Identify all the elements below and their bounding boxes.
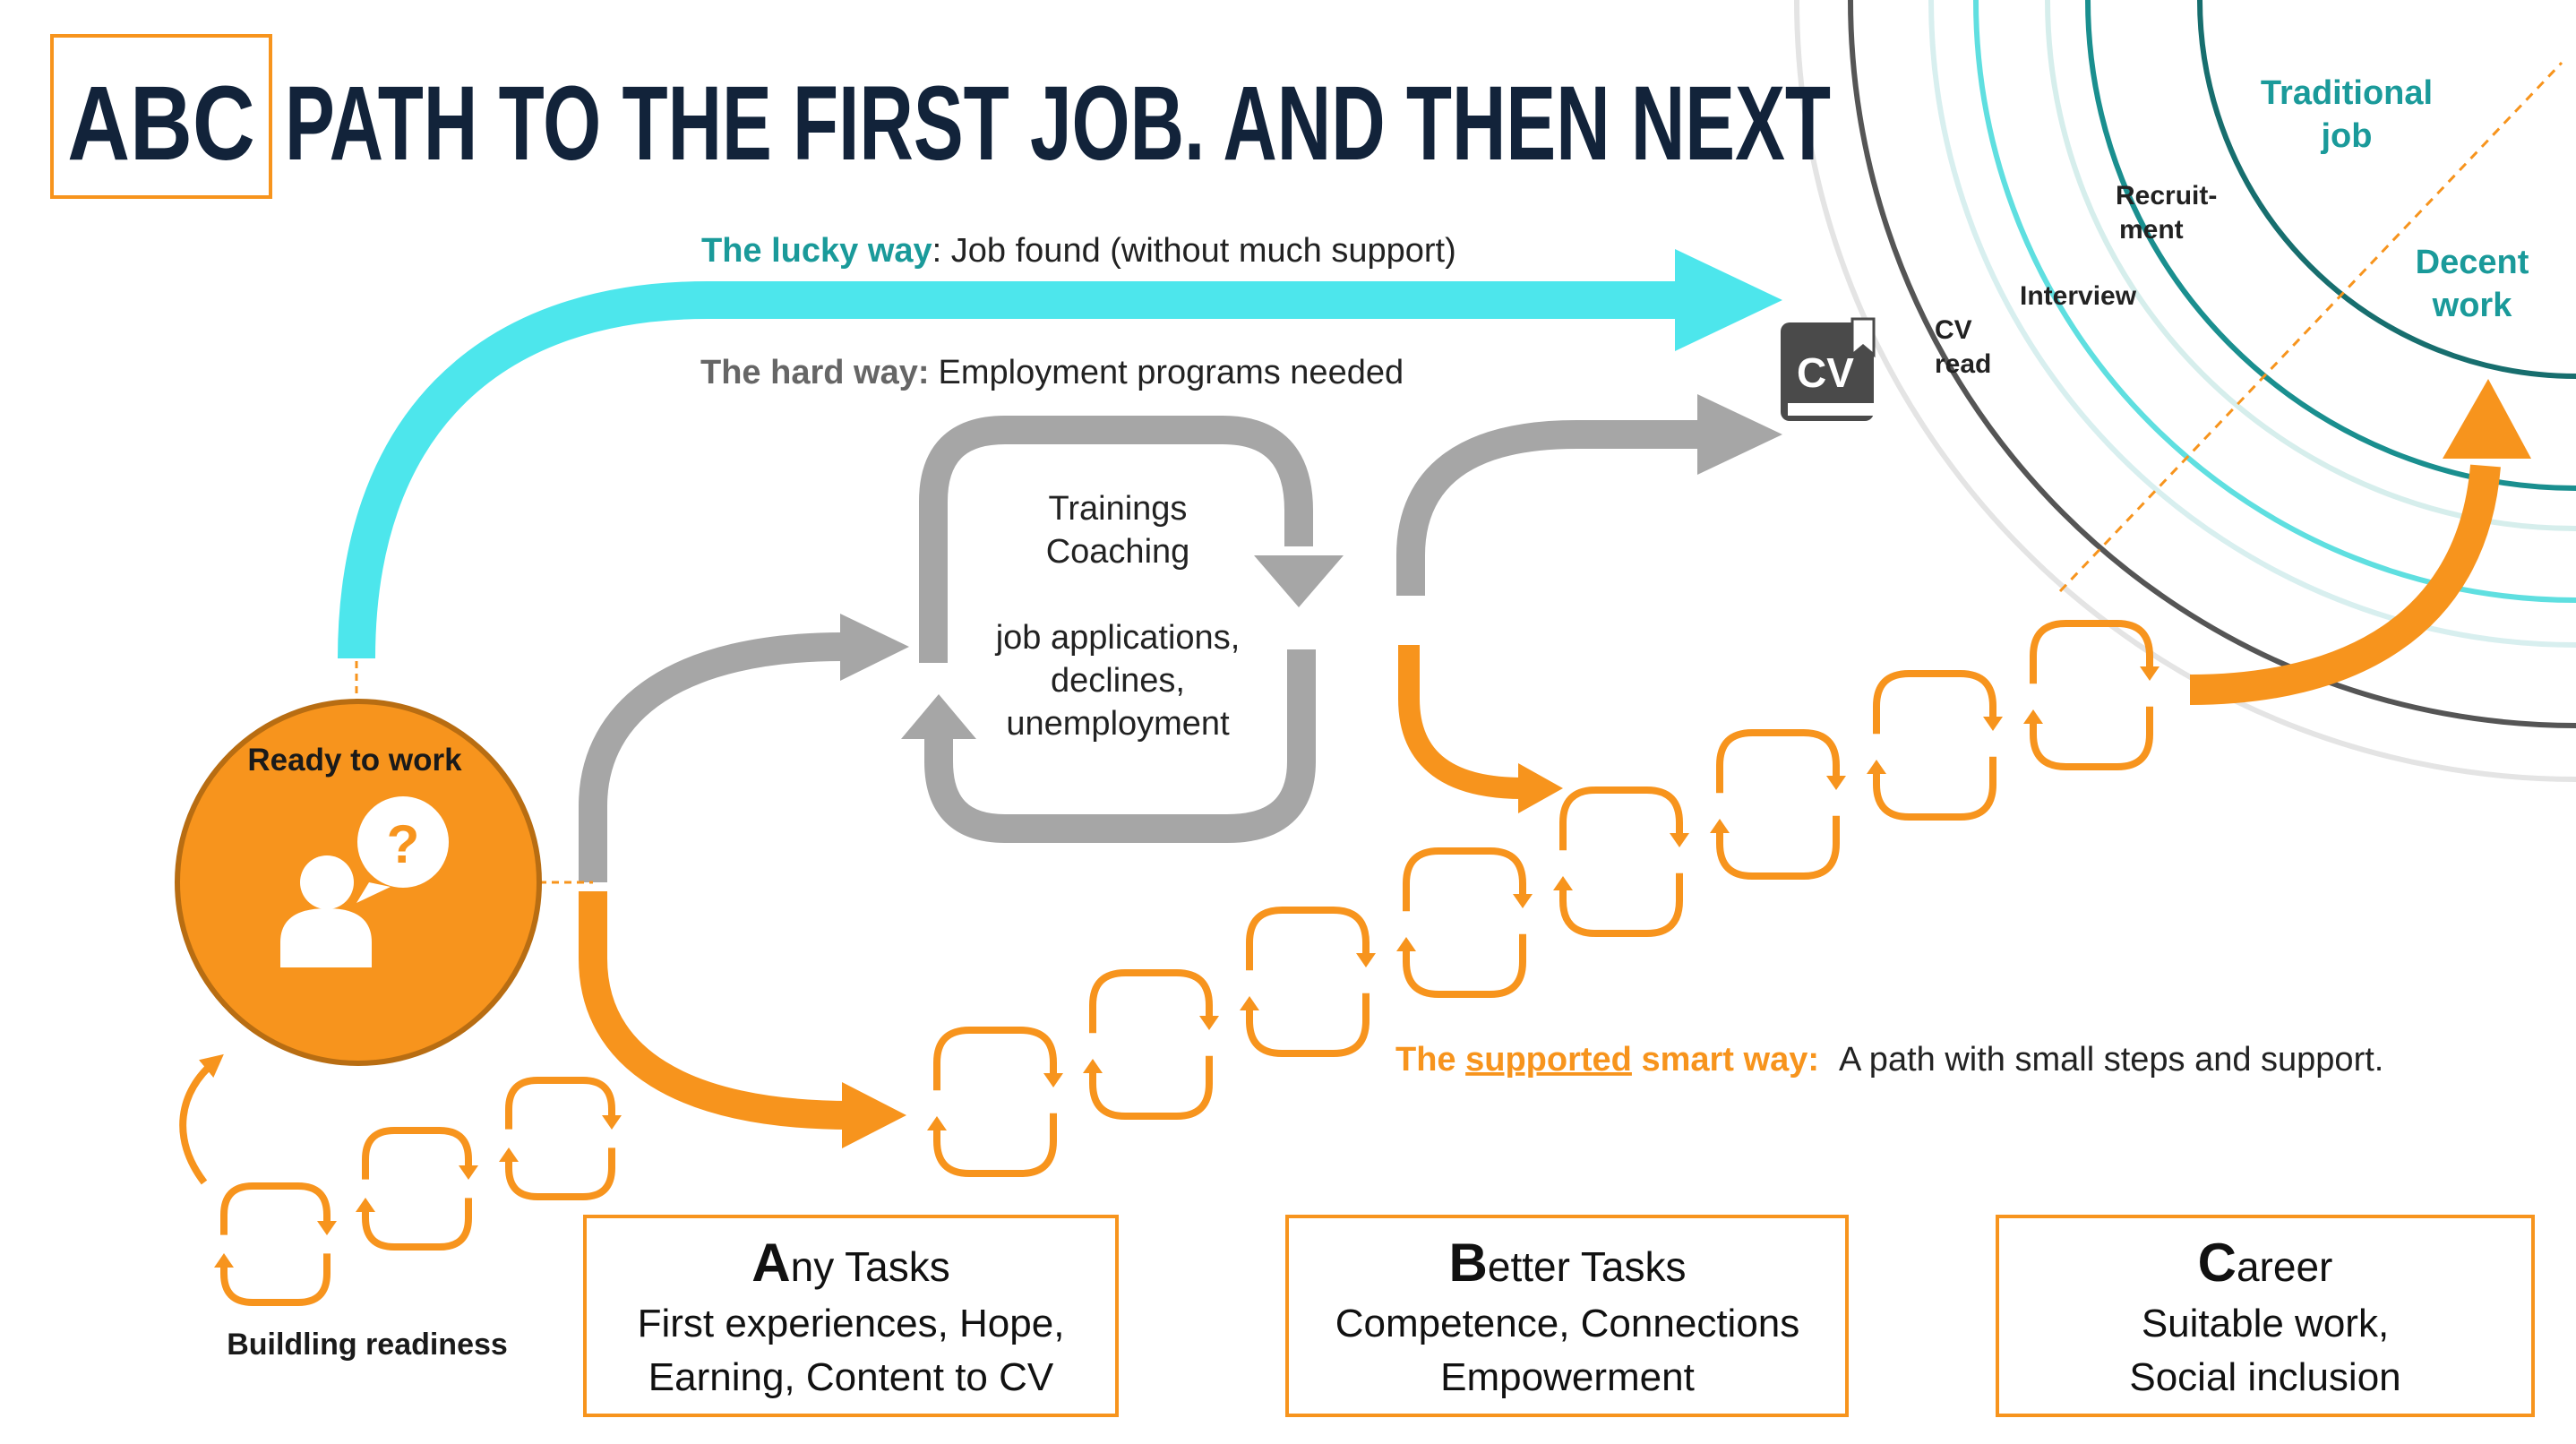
ready-circle (175, 699, 542, 1066)
hard-way-label: The hard way: (700, 354, 930, 391)
smart-way-label-pre: The (1395, 1041, 1465, 1079)
box-any-line-1: First experiences, Hope, (638, 1302, 1065, 1345)
box-any-rest: ny Tasks (791, 1243, 950, 1290)
hard-way-entry-arrow (579, 632, 843, 882)
smart-way-label-post: smart way: (1632, 1041, 1819, 1079)
hard-way-caption: The hard way:Employment programs needed (700, 354, 1404, 391)
lucky-way-arrow-body (338, 281, 1688, 659)
hard-way-paths (579, 394, 1782, 882)
readiness-label: Buildling readiness (227, 1328, 508, 1362)
lucky-way-caption: The lucky way: Job found (without much s… (701, 232, 1456, 270)
person-question-icon: ? (280, 796, 449, 967)
smart-way-hard-merge-arrow (1398, 645, 1524, 799)
step-loop-4 (927, 1027, 1063, 1177)
ring-label-recruitment-2: ment (2119, 215, 2184, 245)
ring-label-traditional-2: job (2321, 117, 2373, 155)
ring-traditional-job (2197, 0, 2576, 379)
hard-way-exit-arrowhead (1697, 394, 1782, 475)
smart-way-entry-arrowhead (842, 1082, 906, 1148)
readiness-up-arrow (179, 1053, 224, 1185)
box-better-heading: Better Tasks (1449, 1233, 1687, 1293)
box-better-initial: B (1449, 1233, 1488, 1293)
step-loop-9 (1710, 729, 1846, 880)
step-loop-10 (1867, 670, 2003, 821)
smart-way-hard-merge-arrowhead (1518, 763, 1563, 813)
smart-way-paths (179, 379, 2531, 1185)
step-loop-2 (356, 1127, 478, 1251)
ring-outer-faint-1 (1794, 0, 2576, 782)
box-career-line-2: Social inclusion (2129, 1355, 2400, 1399)
lucky-way-arrowhead (1675, 249, 1782, 351)
ready-label: Ready to work (247, 743, 462, 778)
box-career-line-1: Suitable work, (2142, 1302, 2389, 1345)
loop-line-6: unemployment (1006, 705, 1230, 743)
smart-way-exit-arrowhead (2443, 379, 2531, 459)
smart-way-caption: The supported smart way: A path with smal… (1395, 1041, 2383, 1079)
smart-way-entry-arrow (579, 891, 852, 1130)
box-better-tasks: Better Tasks Competence, Connections Emp… (1285, 1215, 1849, 1417)
question-mark: ? (387, 814, 420, 874)
smart-way-text: A path with small steps and support. (1839, 1041, 2383, 1079)
box-career-initial: C (2198, 1233, 2237, 1293)
ring-labels: CV read Interview Recruit- ment Traditio… (1935, 74, 2529, 379)
step-loop-5 (1083, 969, 1219, 1120)
loop-line-1: Trainings (1049, 490, 1188, 528)
smart-way-label-underlined: supported (1465, 1041, 1632, 1079)
ring-label-decent-2: work (2432, 287, 2513, 324)
ring-label-interview: Interview (2020, 281, 2137, 311)
ready-to-work-node: Ready to work ? (175, 699, 542, 1066)
step-loop-6 (1240, 907, 1376, 1057)
box-career-rest: areer (2237, 1243, 2332, 1290)
smart-way-exit-arrow (2189, 464, 2501, 705)
step-loop-11 (2023, 620, 2160, 770)
step-loops (214, 620, 2160, 1306)
step-loop-8 (1553, 786, 1689, 937)
loop-text: Trainings Coaching job applications, dec… (995, 490, 1241, 743)
lucky-way-label: The lucky way (701, 232, 932, 270)
ring-label-cv-read-1: CV (1935, 315, 1972, 345)
cv-book-icon: CV (1781, 317, 1876, 421)
ring-label-cv-read-2: read (1935, 349, 1991, 379)
box-any-line-2: Earning, Content to CV (648, 1355, 1054, 1399)
ring-label-decent-1: Decent (2416, 244, 2529, 281)
loop-top-arrowhead (1254, 555, 1344, 607)
hard-way-entry-arrowhead (840, 614, 909, 681)
box-better-rest: etter Tasks (1488, 1243, 1687, 1290)
loop-line-4: job applications, (995, 619, 1241, 657)
loop-bottom-arrowhead (901, 694, 976, 739)
loop-bottom-arc (924, 649, 1316, 843)
title-block: ABC PATH TO THE FIRST JOB. AND THEN NEXT (50, 34, 1831, 199)
cv-label: CV (1797, 349, 1854, 396)
box-any-initial: A (751, 1233, 790, 1293)
abc-box (50, 34, 272, 199)
box-career-heading: Career (2198, 1233, 2333, 1293)
lucky-way-text: : Job found (without much support) (932, 232, 1456, 270)
step-loop-7 (1396, 847, 1533, 998)
ring-diagonal-divider (2058, 61, 2563, 593)
ring-label-traditional-1: Traditional (2261, 74, 2433, 112)
box-better-line-1: Competence, Connections (1335, 1302, 1800, 1345)
hard-way-text: Employment programs needed (939, 354, 1404, 391)
step-loop-3 (499, 1077, 622, 1200)
box-any-tasks: Any Tasks First experiences, Hope, Earni… (583, 1215, 1119, 1417)
box-better-line-2: Empowerment (1440, 1355, 1695, 1399)
hard-way-exit-arrow (1396, 420, 1702, 596)
loop-line-2: Coaching (1046, 533, 1190, 571)
career-rings (1794, 0, 2576, 782)
box-career: Career Suitable work, Social inclusion (1996, 1215, 2535, 1417)
box-any-heading: Any Tasks (751, 1233, 949, 1293)
ring-label-recruitment-1: Recruit- (2116, 181, 2217, 211)
title-main: PATH TO THE FIRST JOB. AND THEN NEXT (285, 64, 1831, 183)
loop-line-5: declines, (1051, 662, 1185, 700)
loop-top-arc (919, 416, 1313, 663)
step-loop-1 (214, 1182, 337, 1306)
title-abc: ABC (67, 64, 255, 182)
